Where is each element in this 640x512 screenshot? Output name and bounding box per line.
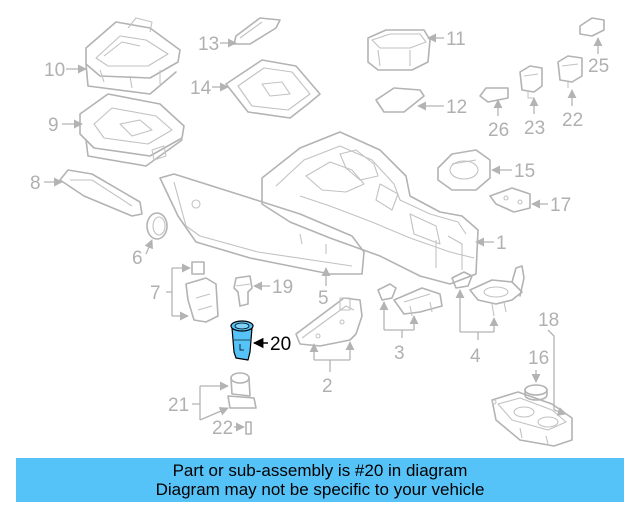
callout-19-label: 19 — [272, 277, 293, 298]
callout-8: 8 — [30, 173, 63, 194]
callout-11-label: 11 — [446, 29, 466, 50]
callout-22-label: 22 — [212, 418, 233, 439]
callout-17-label: 17 — [550, 195, 571, 216]
callout-1: 1 — [475, 233, 507, 254]
banner-line-part: Part or sub-assembly is #20 in diagram — [172, 461, 468, 480]
parts-diagram: 10 9 8 13 14 — [30, 17, 609, 447]
callout-13: 13 — [198, 34, 237, 55]
part-4-shape — [451, 265, 525, 317]
callout-3: 3 — [379, 301, 419, 364]
part-5-shape — [159, 173, 365, 275]
callout-19: 19 — [253, 277, 293, 298]
part-9-shape — [79, 93, 185, 167]
callout-15-label: 15 — [514, 161, 535, 182]
callout-5: 5 — [318, 267, 331, 309]
callout-11: 11 — [427, 29, 466, 50]
part-24-shape — [519, 65, 543, 99]
part-19-shape — [233, 275, 253, 307]
part-13-shape — [233, 17, 281, 45]
part-3-shape — [377, 283, 443, 317]
part-16-shape — [524, 384, 548, 401]
callout-1-label: 1 — [496, 233, 507, 254]
callout-24-label: 23 — [524, 118, 545, 139]
callout-12: 12 — [417, 97, 467, 118]
part-7-shape — [185, 261, 219, 323]
part-26-shape — [479, 87, 509, 103]
callout-8-label: 8 — [30, 173, 41, 194]
banner-line-disclaimer: Diagram may not be specific to your vehi… — [155, 480, 485, 499]
callout-26: 26 — [488, 99, 509, 141]
part-12-shape — [375, 87, 425, 113]
callout-2-label: 2 — [322, 376, 333, 397]
callout-3-label: 3 — [394, 343, 405, 364]
callout-7: 7 — [150, 263, 191, 321]
callout-9-label: 9 — [48, 115, 59, 136]
callout-17: 17 — [531, 195, 571, 216]
callout-7-label: 7 — [150, 283, 161, 304]
callout-12-label: 12 — [446, 97, 467, 118]
callout-6: 6 — [132, 239, 153, 269]
part-18-shape — [491, 391, 573, 447]
part-20-shape — [230, 320, 254, 361]
part-2-shape — [295, 297, 363, 347]
part-6-shape — [146, 212, 168, 240]
callout-22: 22 — [212, 418, 245, 439]
callout-15: 15 — [491, 161, 535, 182]
part-8-shape — [59, 169, 143, 217]
callout-24: 23 — [524, 97, 545, 139]
part-14-shape — [225, 59, 321, 119]
callout-20: 20 — [252, 334, 291, 355]
callout-2: 2 — [309, 341, 355, 397]
part-25-shape — [579, 17, 605, 37]
callout-4-label: 4 — [470, 346, 481, 367]
part-22-shape — [245, 421, 252, 435]
callout-18: 18 — [538, 310, 567, 416]
callout-13-label: 13 — [198, 34, 219, 55]
callout-10-label: 10 — [44, 60, 65, 81]
callout-9: 9 — [48, 115, 83, 136]
part-23-shape — [557, 55, 583, 88]
callout-14: 14 — [190, 78, 229, 99]
part-21-shape — [227, 372, 257, 409]
part-1-shape — [261, 131, 479, 285]
part-11-shape — [367, 29, 431, 71]
callout-25-label: 25 — [588, 56, 609, 77]
callout-20-label: 20 — [270, 334, 291, 355]
callout-18-label: 18 — [538, 310, 559, 331]
callout-26-label: 26 — [488, 120, 509, 141]
callout-23: 22 — [562, 89, 583, 131]
callout-10: 10 — [44, 60, 87, 81]
callout-16: 16 — [528, 348, 549, 383]
callout-5-label: 5 — [318, 288, 329, 309]
callout-23-label: 22 — [562, 110, 583, 131]
part-10-shape — [85, 17, 181, 95]
callout-4: 4 — [455, 289, 499, 367]
callout-25: 25 — [588, 37, 609, 77]
callout-16-label: 16 — [528, 348, 549, 369]
part-17-shape — [489, 187, 531, 213]
callout-21-label: 21 — [168, 395, 189, 416]
callout-6-label: 6 — [132, 248, 143, 269]
part-info-banner: Part or sub-assembly is #20 in diagram D… — [16, 458, 624, 502]
part-15-shape — [437, 149, 491, 191]
callout-14-label: 14 — [190, 78, 212, 99]
callout-21: 21 — [168, 381, 229, 421]
